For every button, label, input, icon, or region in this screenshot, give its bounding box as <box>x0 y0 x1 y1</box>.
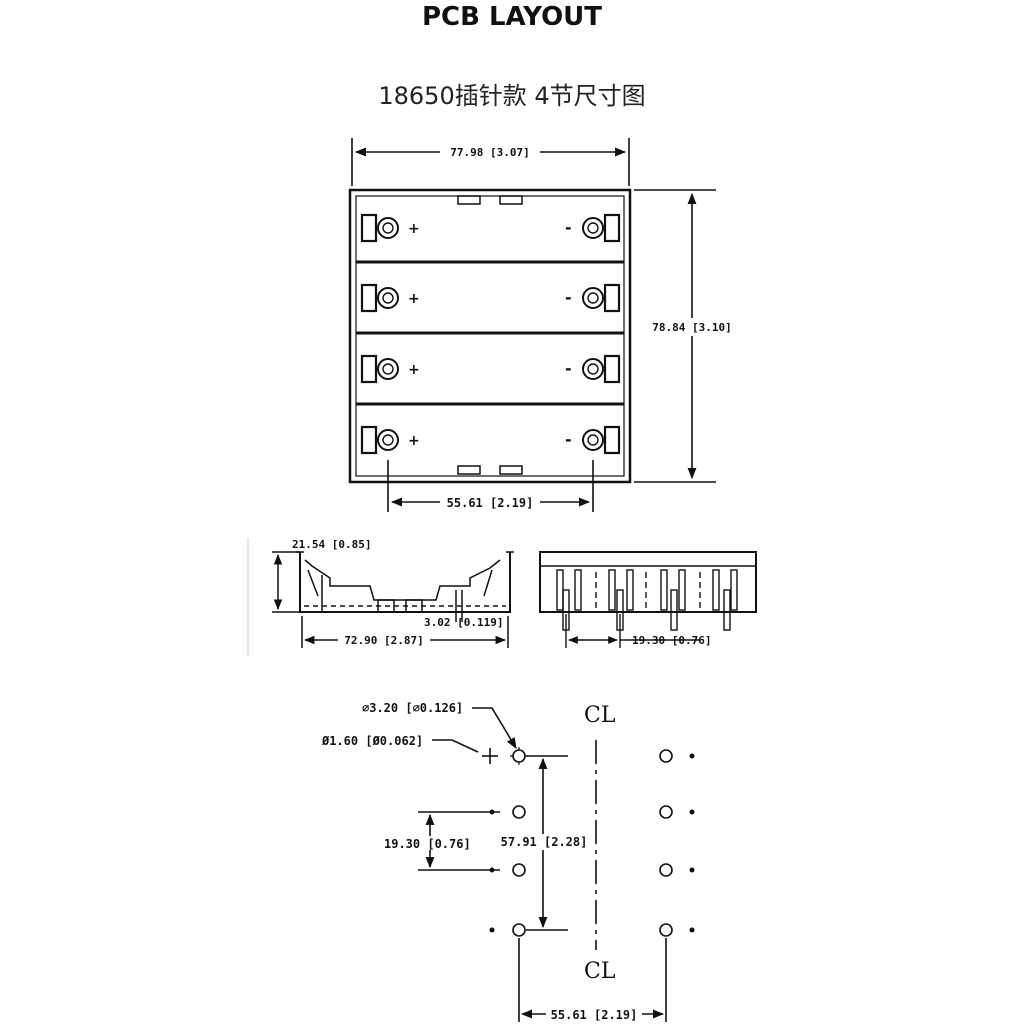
negative-terminal <box>582 217 604 239</box>
pin <box>670 589 678 631</box>
end-pitch-label: 19.30 [0.76] <box>632 634 711 647</box>
pin-hole <box>689 753 695 759</box>
top-view <box>348 138 744 512</box>
battery-cells: +-+-+-+- <box>360 213 621 455</box>
pin <box>723 589 731 631</box>
top-width-label: 77.98 [3.07] <box>450 146 529 159</box>
mount-hole <box>512 749 526 763</box>
positive-terminal <box>377 287 399 309</box>
pin-hole <box>689 927 695 933</box>
minus-sign: - <box>565 430 572 449</box>
contact-tab <box>730 569 738 611</box>
cell-row: +- <box>360 425 621 455</box>
minus-sign: - <box>565 359 572 378</box>
centerline-symbol-bottom: CL <box>584 959 616 984</box>
holder-outline <box>348 188 632 484</box>
pin-hole <box>689 867 695 873</box>
positive-terminal <box>377 358 399 380</box>
plus-sign: + <box>408 291 420 307</box>
pcb-holes <box>489 749 695 937</box>
contact-tab <box>626 569 634 611</box>
pcb-hole-label: ⌀3.20 [⌀0.126] <box>362 701 463 715</box>
pcb-layout <box>418 707 667 1022</box>
mount-hole <box>659 805 673 819</box>
mount-hole <box>659 749 673 763</box>
minus-sign: - <box>565 288 572 307</box>
positive-terminal <box>377 217 399 239</box>
top-pin-span-label: 55.61 [2.19] <box>447 496 534 510</box>
negative-terminal <box>582 358 604 380</box>
contact-tab <box>660 569 668 611</box>
centerline-symbol-top: CL <box>584 703 616 728</box>
pcb-vertical-span-label: 57.91 [2.28] <box>501 835 588 849</box>
side-pin-label: 3.02 [0.119] <box>424 616 503 629</box>
pin-hole <box>489 809 495 815</box>
minus-sign: - <box>565 218 572 237</box>
pin-hole <box>489 867 495 873</box>
mount-hole <box>512 805 526 819</box>
end-view-dimension <box>565 614 700 648</box>
end-view-pins <box>556 569 738 631</box>
contact-tab <box>608 569 616 611</box>
side-height-label: 21.54 [0.85] <box>292 538 371 551</box>
pin-hole <box>489 927 495 933</box>
positive-terminal <box>377 429 399 451</box>
contact-tab <box>574 569 582 611</box>
pcb-horizontal-span-label: 55.61 [2.19] <box>551 1008 638 1022</box>
cell-row: +- <box>360 283 621 313</box>
mount-hole <box>659 863 673 877</box>
contact-tab <box>678 569 686 611</box>
plus-sign: + <box>408 433 420 449</box>
contact-tab <box>556 569 564 611</box>
mount-hole <box>512 863 526 877</box>
pcb-pitch-label: 19.30 [0.76] <box>384 837 471 851</box>
negative-terminal <box>582 429 604 451</box>
plus-sign: + <box>408 221 420 237</box>
pin-hole <box>689 809 695 815</box>
top-height-label: 78.84 [3.10] <box>652 321 731 334</box>
cell-row: +- <box>360 213 621 243</box>
mount-hole <box>659 923 673 937</box>
page-title: PCB LAYOUT <box>421 2 603 32</box>
side-view <box>247 538 514 656</box>
pcb-pin-label: Ø1.60 [Ø0.062] <box>321 734 423 748</box>
end-view <box>539 551 757 613</box>
negative-terminal <box>582 287 604 309</box>
contact-tab <box>712 569 720 611</box>
side-width-label: 72.90 [2.87] <box>344 634 423 647</box>
cell-row: +- <box>360 354 621 384</box>
plus-sign: + <box>408 362 420 378</box>
mount-hole <box>512 923 526 937</box>
page-subtitle: 18650插针款 4节尺寸图 <box>378 82 646 110</box>
